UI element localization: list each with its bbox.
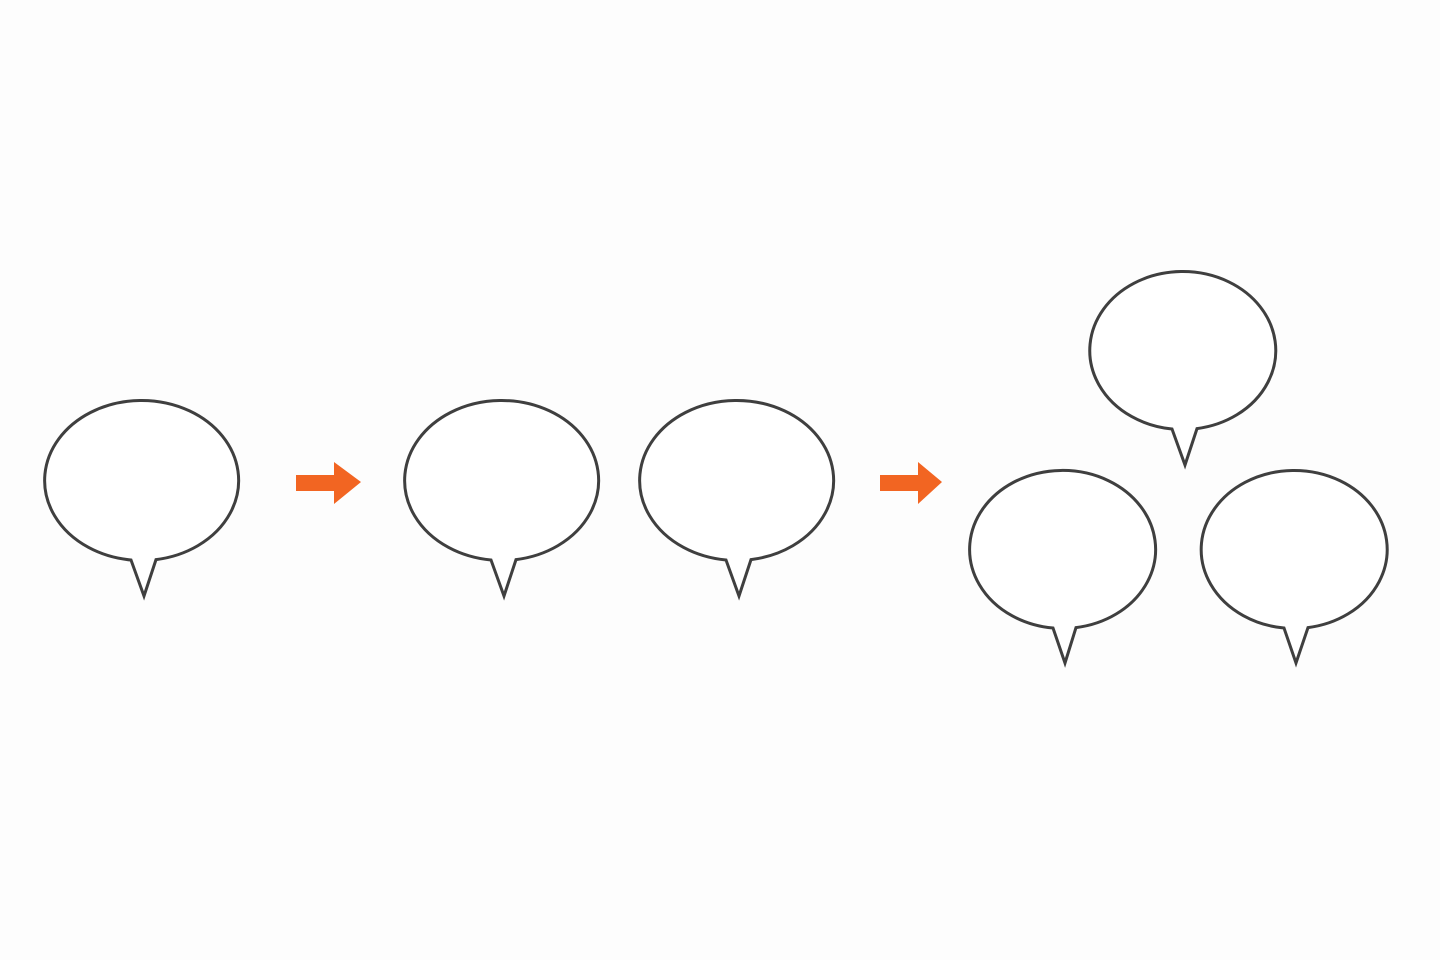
arrow-right-icon	[296, 462, 361, 504]
speech-bubble-icon	[638, 398, 836, 601]
stage-2	[403, 398, 836, 601]
speech-bubble-icon	[1199, 468, 1389, 668]
speech-bubble-icon	[968, 468, 1158, 668]
stage-3	[968, 270, 1389, 668]
speech-bubble-icon	[43, 398, 241, 601]
speech-bubble-icon	[403, 398, 601, 601]
stage-1	[43, 398, 241, 601]
speech-bubble-icon	[1088, 270, 1278, 470]
arrow-right-icon	[880, 462, 942, 504]
